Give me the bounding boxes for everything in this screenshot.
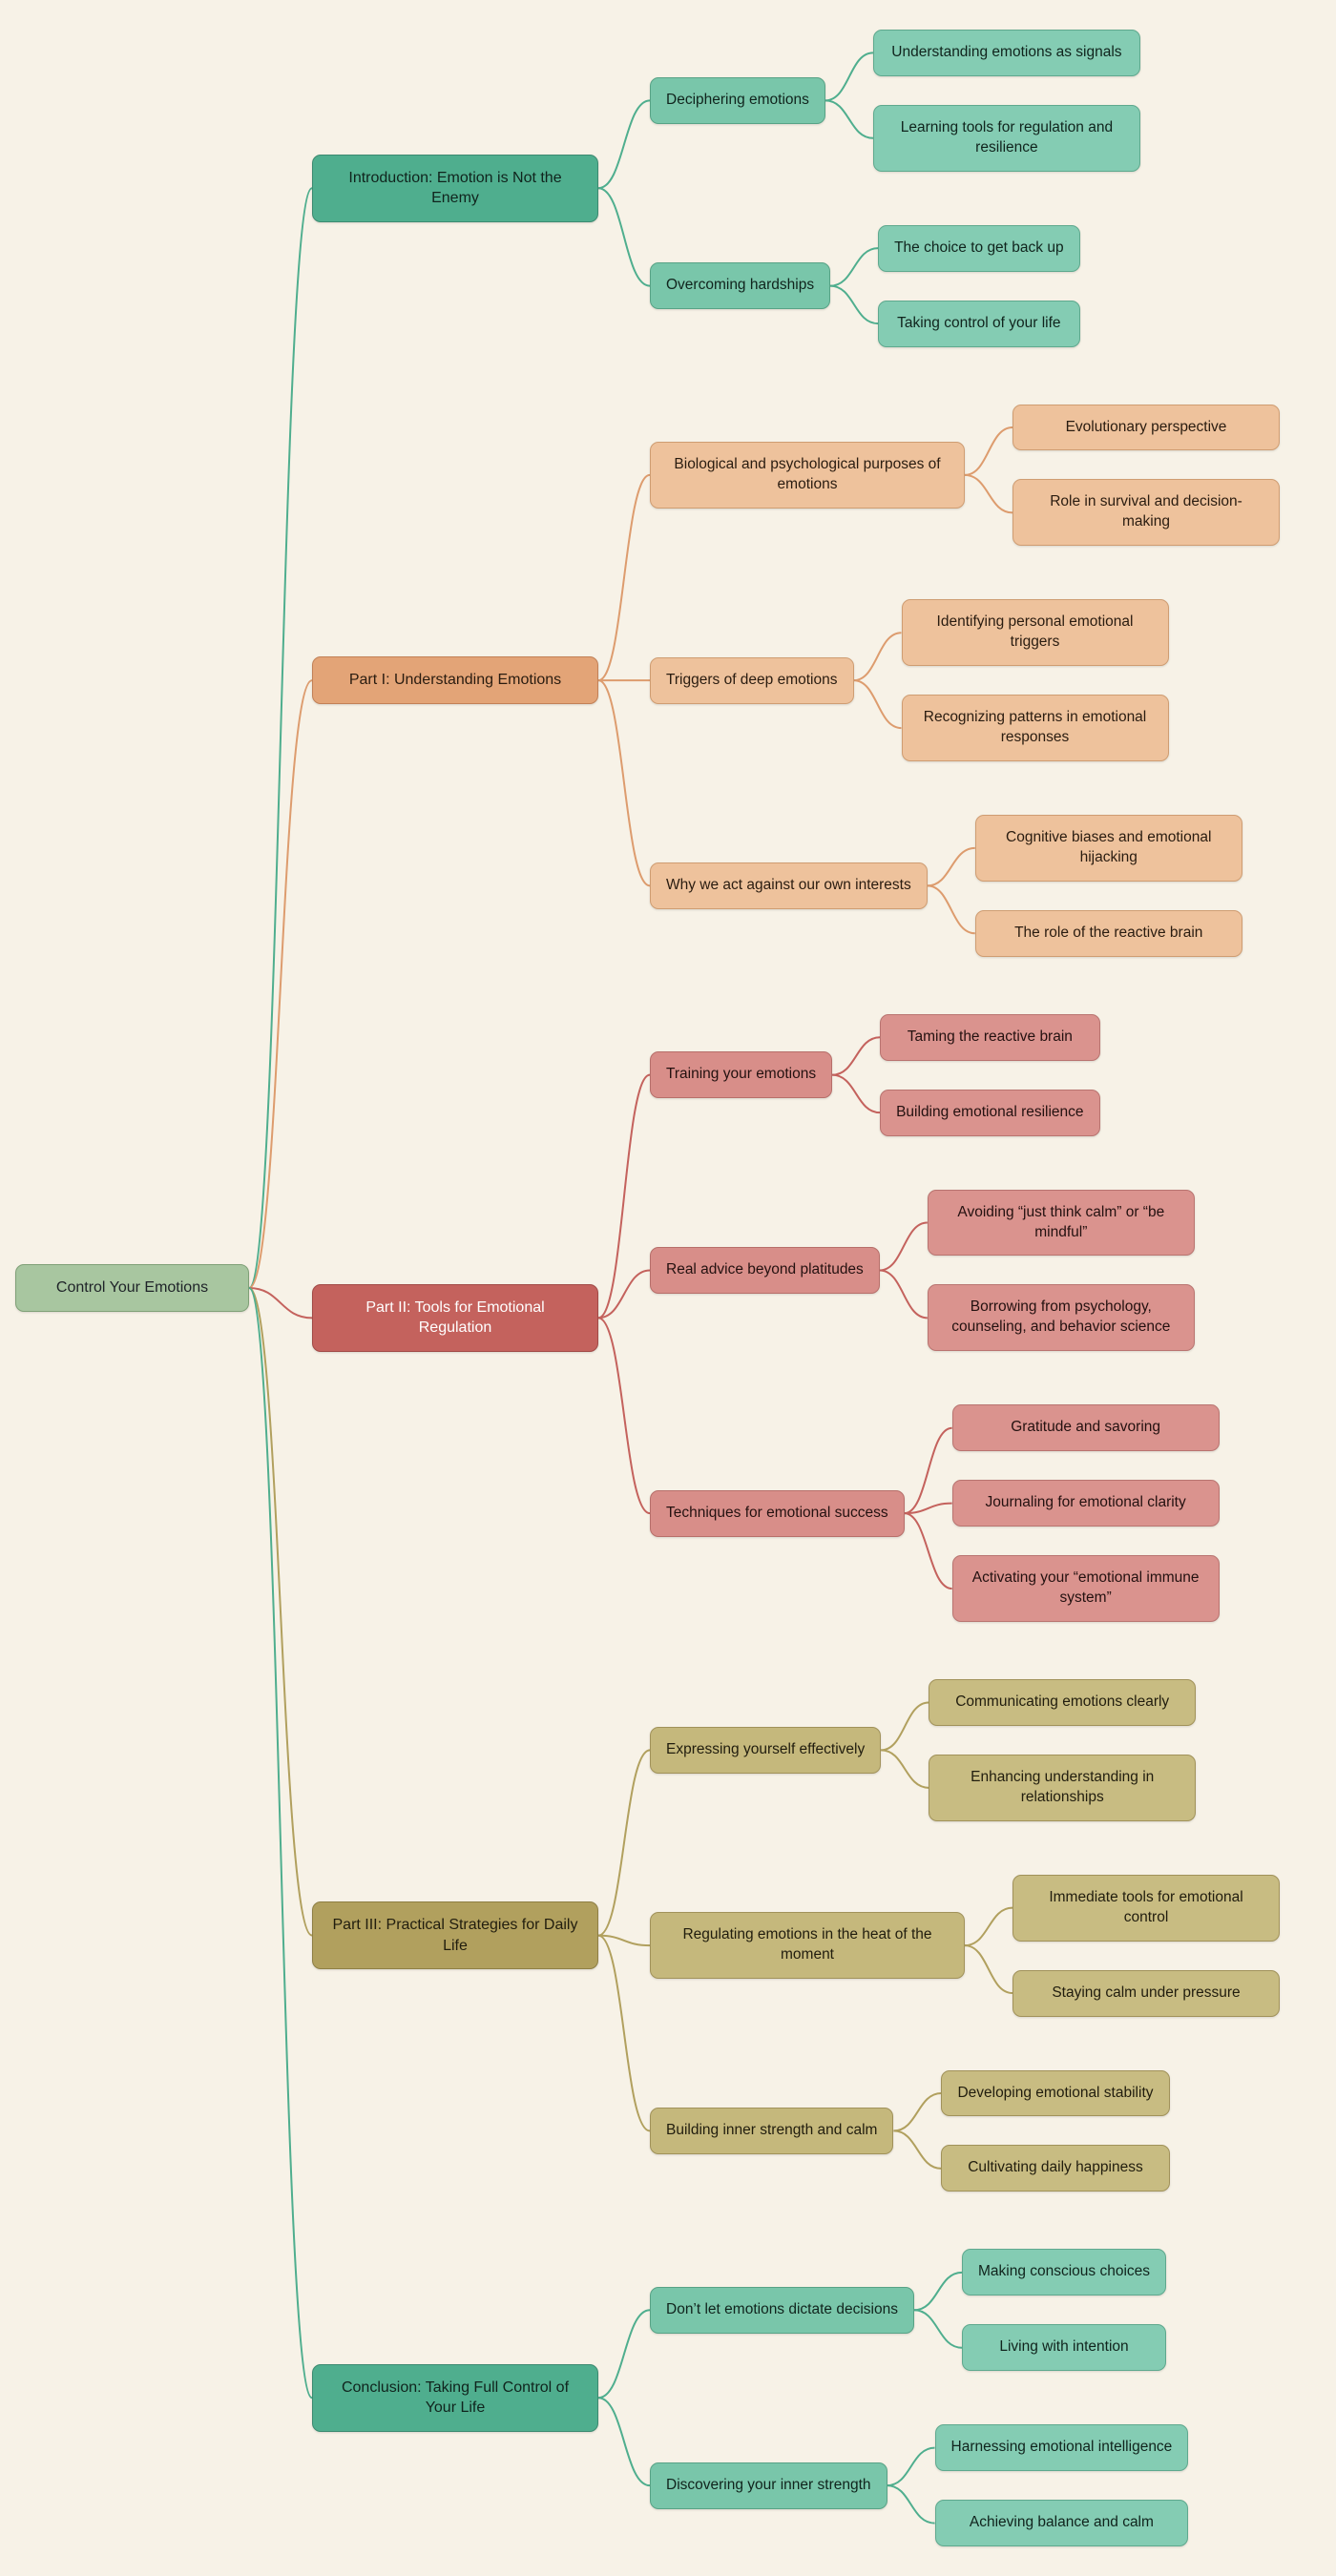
topic-row: Deciphering emotions Understanding emotio… [650,29,1140,172]
subtopic-node[interactable]: Cognitive biases and emotional hijacking [974,815,1242,882]
subtopic-node[interactable]: Borrowing from psychology, counseling, a… [927,1284,1195,1352]
topic-row: Expressing yourself effectively Communica… [650,1678,1280,1821]
subtopic-node[interactable]: Taking control of your life [878,300,1080,347]
topic-node[interactable]: Real advice beyond platitudes [650,1246,880,1294]
subtopic-node[interactable]: Evolutionary perspective [1012,404,1280,451]
subtopic-node[interactable]: Enhancing understanding in relationships [929,1754,1197,1821]
topic-node[interactable]: Discovering your inner strength [650,2462,887,2509]
topic-node[interactable]: Regulating emotions in the heat of the m… [650,1912,965,1980]
subtopic-node[interactable]: The role of the reactive brain [974,909,1242,957]
subtopic-node[interactable]: Understanding emotions as signals [872,29,1140,76]
topic-node[interactable]: Deciphering emotions [650,76,825,124]
topic-row: Regulating emotions in the heat of the m… [650,1874,1280,2017]
subtopic-node[interactable]: Activating your “emotional immune system… [951,1555,1220,1622]
branch-node-1[interactable]: Introduction: Emotion is Not the Enemy [312,154,598,222]
topic-node[interactable]: Biological and psychological purposes of… [650,442,965,509]
subtopic-node[interactable]: Avoiding “just think calm” or “be mindfu… [927,1189,1195,1257]
topic-node[interactable]: Training your emotions [650,1051,833,1099]
topic-row: Building inner strength and calm Developi… [650,2069,1280,2192]
subtopic-node[interactable]: Building emotional resilience [880,1089,1100,1136]
topic-row: Training your emotions Taming the reactiv… [650,1013,1220,1136]
subtopic-node[interactable]: Harnessing emotional intelligence [934,2424,1189,2472]
branch-node-2[interactable]: Part I: Understanding Emotions [312,656,598,704]
subtopic-node[interactable]: Developing emotional stability [941,2069,1170,2117]
topic-row: Techniques for emotional success Gratitud… [650,1404,1220,1622]
topic-row: Triggers of deep emotions Identifying per… [650,599,1280,761]
subtopic-node[interactable]: Gratitude and savoring [951,1404,1220,1452]
root-node[interactable]: Control Your Emotions [15,1264,249,1312]
subtopic-column: The choice to get back up Taking control … [878,224,1080,347]
subtopic-node[interactable]: Journaling for emotional clarity [951,1480,1220,1527]
branch-row: Part III: Practical Strategies for Daily… [312,1678,1280,2192]
topic-row: Don’t let emotions dictate decisions Maki… [650,2249,1188,2372]
map-root-row: Control Your Emotions Introduction: Emoti… [15,29,1280,2547]
topic-row: Why we act against our own interests Cogn… [650,815,1280,957]
subtopic-node[interactable]: Achieving balance and calm [934,2500,1189,2547]
subtopic-node[interactable]: Staying calm under pressure [1012,1969,1280,2017]
branch-node-3[interactable]: Part II: Tools for Emotional Regulation [312,1283,598,1352]
topic-row: Biological and psychological purposes of… [650,404,1280,547]
subtopic-column: Cognitive biases and emotional hijacking… [974,815,1242,957]
topic-node[interactable]: Overcoming hardships [650,262,831,310]
topic-node[interactable]: Triggers of deep emotions [650,656,854,704]
branch-node-5[interactable]: Conclusion: Taking Full Control of Your … [312,2363,598,2432]
subtopic-node[interactable]: Living with intention [961,2324,1167,2372]
topic-node[interactable]: Techniques for emotional success [650,1489,905,1537]
branch-row: Part I: Understanding Emotions Biological… [312,404,1280,957]
subtopic-column: Avoiding “just think calm” or “be mindfu… [927,1189,1195,1352]
topic-node[interactable]: Don’t let emotions dictate decisions [650,2286,914,2334]
topic-node[interactable]: Building inner strength and calm [650,2107,894,2154]
topic-row: Overcoming hardships The choice to get ba… [650,224,1140,347]
children-column: Deciphering emotions Understanding emotio… [650,29,1140,347]
branch-row: Introduction: Emotion is Not the Enemy De… [312,29,1280,347]
subtopic-node[interactable]: The choice to get back up [878,224,1080,272]
branch-node-4[interactable]: Part III: Practical Strategies for Daily… [312,1901,598,1970]
topic-node[interactable]: Expressing yourself effectively [650,1726,882,1774]
mindmap-tree: Control Your Emotions Introduction: Emoti… [0,29,1280,2547]
subtopic-node[interactable]: Communicating emotions clearly [929,1678,1197,1726]
children-column: Expressing yourself effectively Communica… [650,1678,1280,2192]
children-column: Training your emotions Taming the reactiv… [650,1013,1220,1622]
subtopic-node[interactable]: Cultivating daily happiness [941,2145,1170,2192]
topic-node[interactable]: Why we act against our own interests [650,862,928,909]
branch-row: Conclusion: Taking Full Control of Your … [312,2249,1280,2547]
subtopic-node[interactable]: Immediate tools for emotional control [1012,1874,1280,1942]
subtopic-node[interactable]: Recognizing patterns in emotional respon… [901,695,1169,761]
topic-row: Real advice beyond platitudes Avoiding “j… [650,1189,1220,1352]
children-column: Biological and psychological purposes of… [650,404,1280,957]
children-column: Don’t let emotions dictate decisions Maki… [650,2249,1189,2547]
subtopic-node[interactable]: Learning tools for regulation and resili… [872,104,1140,172]
subtopic-node[interactable]: Identifying personal emotional triggers [901,599,1169,667]
subtopic-node[interactable]: Taming the reactive brain [880,1013,1100,1061]
subtopic-node[interactable]: Making conscious choices [961,2249,1167,2296]
topic-row: Discovering your inner strength Harnessin… [650,2424,1189,2547]
subtopic-node[interactable]: Role in survival and decision-making [1012,479,1280,547]
